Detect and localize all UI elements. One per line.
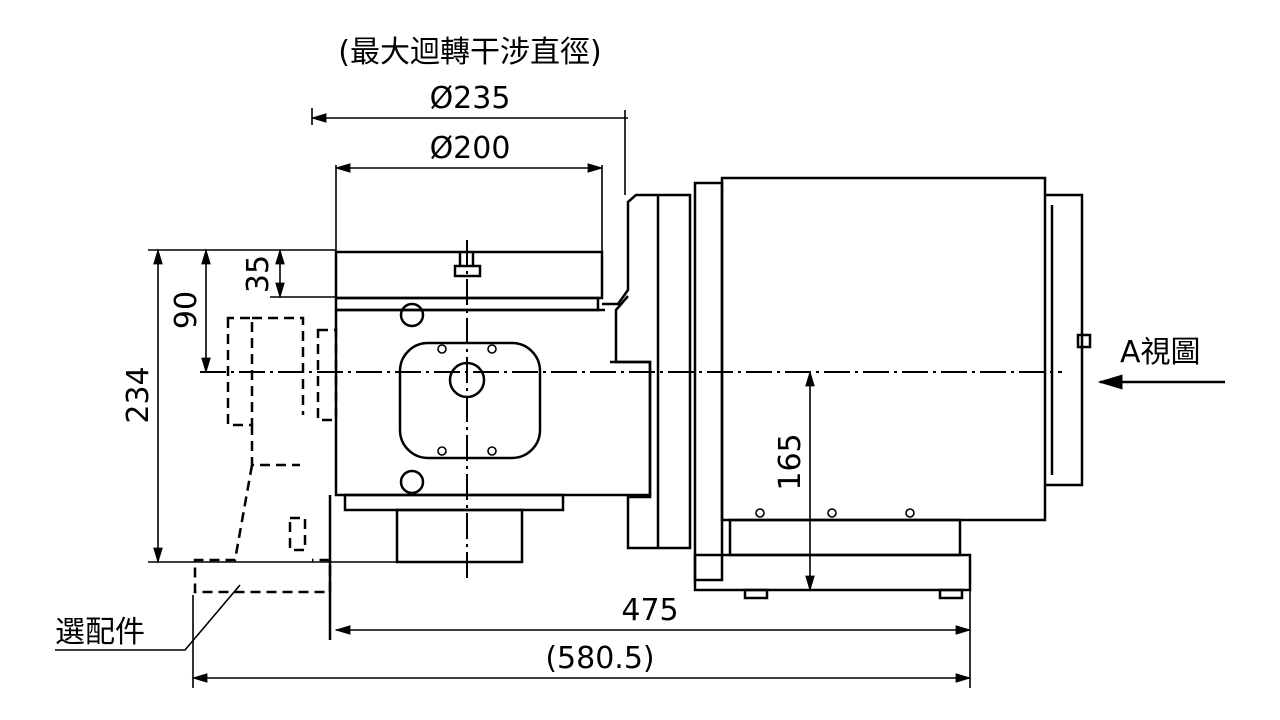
dim-35-label: 35 <box>241 255 276 293</box>
dim-235-label: Ø235 <box>430 81 511 116</box>
view-a-label: A視圖 <box>1120 335 1201 370</box>
dim-90-label: 90 <box>169 291 204 329</box>
optional-leader-line <box>55 584 241 651</box>
dim-475-label: 475 <box>621 593 678 628</box>
dim-165-label: 165 <box>773 433 808 490</box>
optional-accessory <box>193 316 338 594</box>
dim-234-label: 234 <box>121 366 156 423</box>
max-swing-note: (最大迴轉干涉直徑) <box>338 35 601 70</box>
dim-200-label: Ø200 <box>430 131 511 166</box>
optional-label: 選配件 <box>55 615 145 650</box>
motor-bracket <box>602 110 692 550</box>
dim-580-label: (580.5) <box>545 641 654 676</box>
motor-housing <box>693 176 1092 600</box>
gear-housing <box>328 302 652 640</box>
rotary-table-top <box>334 165 604 312</box>
